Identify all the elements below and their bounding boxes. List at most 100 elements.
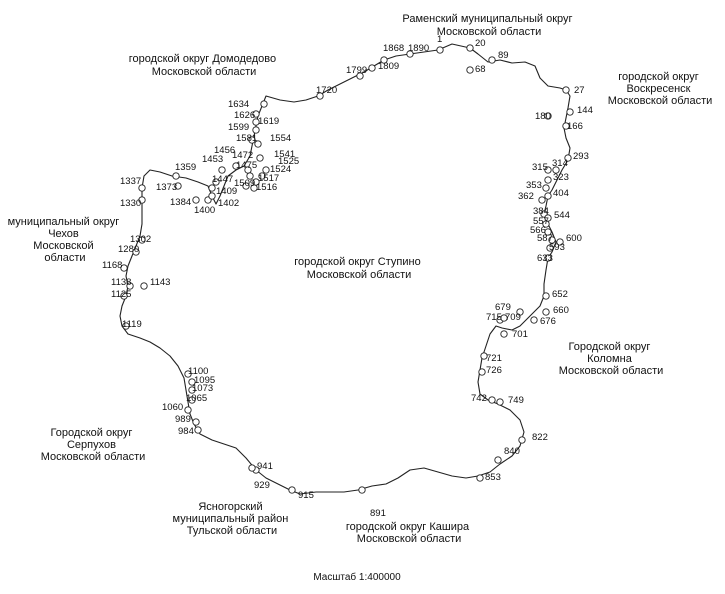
point-marker-315 (552, 166, 560, 174)
point-label-1554: 1554 (270, 133, 291, 144)
point-label-600: 600 (566, 233, 582, 244)
point-marker-1619 (252, 118, 260, 126)
point-marker-652 (542, 292, 550, 300)
point-label-1619: 1619 (258, 116, 279, 127)
point-label-1302: 1302 (130, 234, 151, 245)
point-marker-1065 (188, 396, 196, 404)
point-marker-1599 (252, 126, 260, 134)
point-marker-1541 (256, 154, 264, 162)
point-marker-709 (500, 314, 508, 322)
point-label-144: 144 (577, 105, 593, 116)
point-label-941: 941 (257, 461, 273, 472)
point-marker-1524 (258, 172, 266, 180)
point-marker-749 (496, 398, 504, 406)
point-marker-1402 (208, 192, 216, 200)
point-label-1402: 1402 (218, 198, 239, 209)
point-label-1516: 1516 (256, 182, 277, 193)
point-label-1456: 1456 (214, 145, 235, 156)
point-label-1634: 1634 (228, 99, 249, 110)
point-label-315: 315 (532, 162, 548, 173)
point-marker-1138 (126, 282, 134, 290)
point-marker-1280 (132, 248, 140, 256)
point-label-1524: 1524 (270, 164, 291, 175)
point-label-1890: 1890 (408, 43, 429, 54)
point-label-293: 293 (573, 151, 589, 162)
point-label-701: 701 (512, 329, 528, 340)
point-marker-1626 (252, 110, 260, 118)
point-marker-68 (466, 66, 474, 74)
point-label-709: 709 (505, 312, 521, 323)
point-label-891: 891 (370, 508, 386, 519)
point-marker-1475 (246, 172, 254, 180)
point-label-660: 660 (553, 305, 569, 316)
point-marker-144 (566, 108, 574, 116)
point-marker-679 (516, 308, 524, 316)
point-label-1119: 1119 (122, 319, 142, 330)
point-label-314: 314 (552, 158, 568, 169)
point-marker-1119 (122, 322, 130, 330)
point-marker-1554 (254, 140, 262, 148)
point-marker-404 (544, 192, 552, 200)
point-marker-1143 (140, 282, 148, 290)
region-serpukhov: Городской округ Серпухов Московской обла… (41, 427, 146, 463)
point-marker-1890 (406, 50, 414, 58)
point-label-1100: 1100 (188, 366, 208, 377)
point-label-984: 984 (178, 426, 194, 437)
point-marker-915 (288, 486, 296, 494)
point-label-1400: 1400 (194, 205, 215, 216)
point-label-587: 587 (537, 233, 553, 244)
point-marker-293 (564, 154, 572, 162)
point-marker-600 (556, 238, 564, 246)
point-label-1720: 1720 (316, 85, 337, 96)
point-label-1509: 1509 (234, 178, 255, 189)
point-label-1330: 1330 (120, 198, 141, 209)
point-marker-1799 (356, 72, 364, 80)
point-marker-1373 (174, 182, 182, 190)
point-marker-566 (544, 228, 552, 236)
point-label-1799: 1799 (346, 65, 367, 76)
point-marker-1060 (184, 406, 192, 414)
point-label-1453: 1453 (202, 154, 223, 165)
point-marker-1581 (248, 136, 256, 144)
point-label-989: 989 (175, 414, 191, 425)
point-marker-633 (544, 254, 552, 262)
point-marker-701 (500, 330, 508, 338)
point-label-822: 822 (532, 432, 548, 443)
point-marker-1453 (218, 166, 226, 174)
point-label-1280: 1280 (118, 244, 139, 255)
point-label-1373: 1373 (156, 182, 177, 193)
point-marker-593 (546, 244, 554, 252)
point-label-180: 180 (535, 111, 551, 122)
point-marker-1302 (138, 236, 146, 244)
point-marker-353 (542, 184, 550, 192)
point-marker-1125 (120, 292, 128, 300)
point-marker-853 (476, 474, 484, 482)
point-label-1095: 1095 (194, 375, 215, 386)
point-label-652: 652 (552, 289, 568, 300)
point-label-1541: 1541 (274, 149, 295, 160)
region-chekhov: муниципальный округ Чехов Московской обл… (8, 216, 123, 264)
point-marker-1330 (138, 196, 146, 204)
point-marker-89 (488, 56, 496, 64)
region-voskresensk: городской округ Воскресенск Московской о… (608, 71, 713, 107)
point-marker-1720 (316, 92, 324, 100)
point-marker-984 (194, 426, 202, 434)
point-marker-822 (518, 436, 526, 444)
point-marker-314 (544, 166, 552, 174)
point-marker-27 (562, 86, 570, 94)
point-label-1809: 1809 (378, 61, 399, 72)
point-marker-1095 (188, 378, 196, 386)
point-marker-676 (530, 316, 538, 324)
point-label-1359: 1359 (175, 162, 196, 173)
point-label-840: 840 (504, 446, 520, 457)
point-label-679: 679 (495, 302, 511, 313)
point-marker-660 (542, 308, 550, 316)
point-label-1143: 1143 (150, 277, 170, 288)
point-label-1337: 1337 (120, 176, 141, 187)
point-marker-1359 (172, 172, 180, 180)
point-marker-1634 (260, 100, 268, 108)
point-marker-180 (544, 112, 552, 120)
